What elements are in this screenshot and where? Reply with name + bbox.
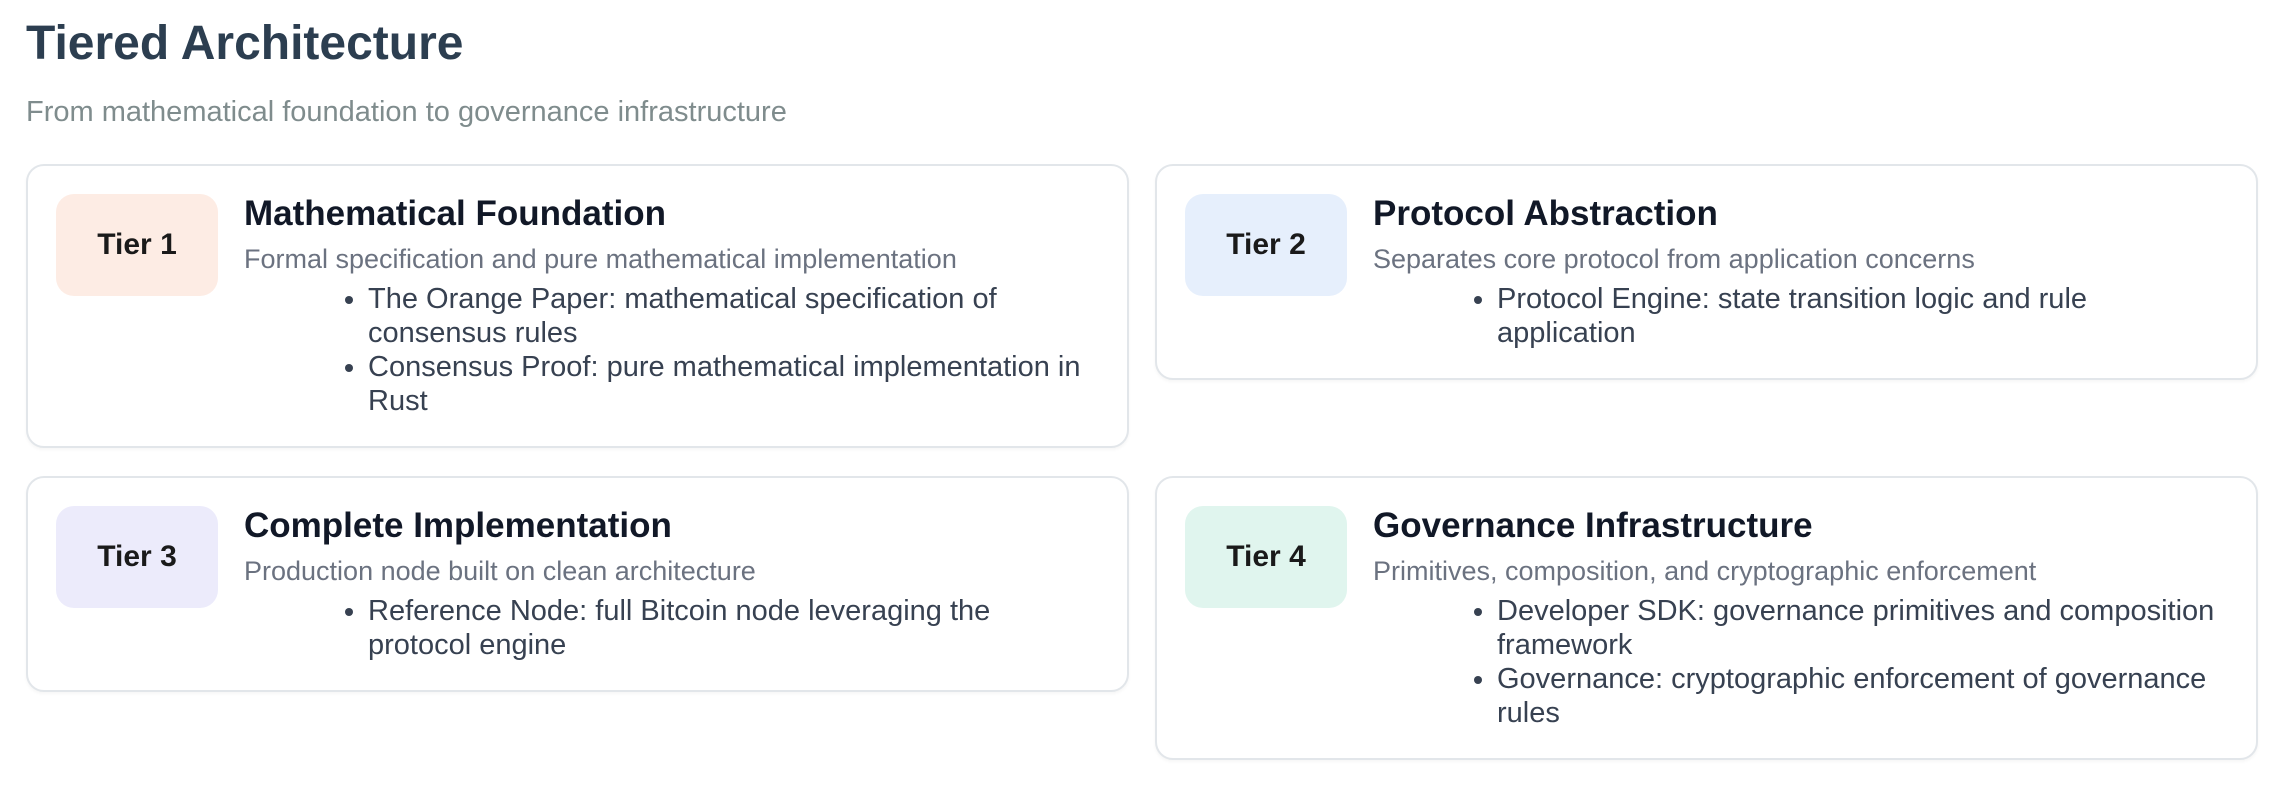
tier-list-1: The Orange Paper: mathematical specifica… <box>244 282 1099 418</box>
tier-content-3: Complete Implementation Production node … <box>244 506 1099 662</box>
list-item: Consensus Proof: pure mathematical imple… <box>368 350 1099 418</box>
tier-badge-3: Tier 3 <box>56 506 218 608</box>
tier-badge-2: Tier 2 <box>1185 194 1347 296</box>
tier-title-1: Mathematical Foundation <box>244 194 666 233</box>
tier-title-3: Complete Implementation <box>244 506 672 545</box>
list-item: Reference Node: full Bitcoin node levera… <box>368 594 1099 662</box>
list-item: Protocol Engine: state transition logic … <box>1497 282 2228 350</box>
page-subtitle: From mathematical foundation to governan… <box>26 96 787 128</box>
tier-list-4: Developer SDK: governance primitives and… <box>1373 594 2228 730</box>
tier-content-1: Mathematical Foundation Formal specifica… <box>244 194 1099 418</box>
tier-badge-1: Tier 1 <box>56 194 218 296</box>
tier-title-2: Protocol Abstraction <box>1373 194 1718 233</box>
tier-card-2: Tier 2 Protocol Abstraction Separates co… <box>1155 164 2258 380</box>
page-title: Tiered Architecture <box>26 17 464 70</box>
tier-card-3: Tier 3 Complete Implementation Productio… <box>26 476 1129 692</box>
list-item: Developer SDK: governance primitives and… <box>1497 594 2228 662</box>
tier-list-2: Protocol Engine: state transition logic … <box>1373 282 2228 350</box>
tier-list-3: Reference Node: full Bitcoin node levera… <box>244 594 1099 662</box>
tier-card-1: Tier 1 Mathematical Foundation Formal sp… <box>26 164 1129 448</box>
list-item: The Orange Paper: mathematical specifica… <box>368 282 1099 350</box>
tier-grid: Tier 1 Mathematical Foundation Formal sp… <box>26 164 2258 760</box>
tier-description-2: Separates core protocol from application… <box>1373 244 1975 274</box>
tier-title-4: Governance Infrastructure <box>1373 506 1813 545</box>
tier-content-2: Protocol Abstraction Separates core prot… <box>1373 194 2228 350</box>
tier-badge-4: Tier 4 <box>1185 506 1347 608</box>
list-item: Governance: cryptographic enforcement of… <box>1497 662 2228 730</box>
tier-card-4: Tier 4 Governance Infrastructure Primiti… <box>1155 476 2258 760</box>
tier-content-4: Governance Infrastructure Primitives, co… <box>1373 506 2228 730</box>
tier-description-1: Formal specification and pure mathematic… <box>244 244 957 274</box>
tier-description-3: Production node built on clean architect… <box>244 556 756 586</box>
tier-description-4: Primitives, composition, and cryptograph… <box>1373 556 2037 586</box>
